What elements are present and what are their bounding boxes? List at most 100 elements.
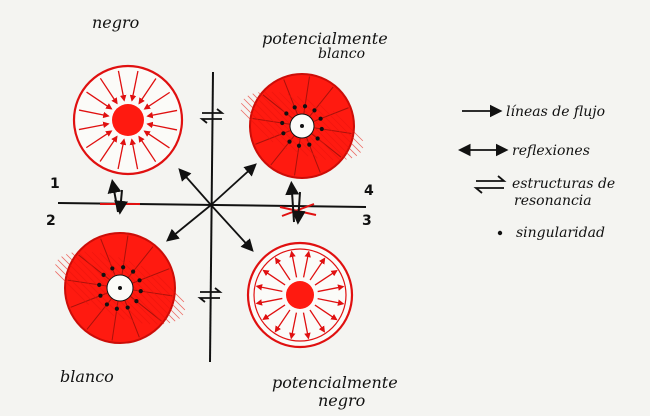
harpoon-pair-icon [473,175,507,194]
flow-dot [98,293,103,298]
flow-dot [97,282,102,287]
flow-arrow [117,70,127,102]
hatch-stroke [252,93,318,159]
flow-dot [280,120,285,126]
label-top-right-line1: potencialmente [262,29,388,48]
hatch-stroke [155,273,185,303]
label-top-right-line2: blanco [318,46,365,62]
flow-arrow [255,284,283,293]
flow-arrow [289,250,298,278]
flow-arrow [143,91,171,110]
hatch-stroke [287,93,353,159]
axis-number-1: 1 [50,176,60,192]
hatch-stroke [140,265,186,311]
flow-dot [284,111,289,116]
flow-dot [125,305,130,310]
hatch-stroke [240,109,274,143]
legend-label-reflections: reflexiones [512,143,590,159]
red-core [112,104,144,136]
legend-item-reflections: reflexiones [457,143,590,159]
flow-dot [114,306,119,311]
hatch-stroke [243,98,299,154]
black-dots [280,104,324,148]
circle-bottom-left [55,232,186,344]
flow-arrow [262,269,286,286]
flow-dot [315,136,320,141]
black-dots [97,265,143,311]
legend-label-resonance-line2: resonancia [514,193,592,209]
flow-arrow [314,304,338,321]
arrow-lower-left [166,204,212,242]
legend-item-singularity: singularidad [497,225,605,241]
hatch-stroke [61,256,125,320]
reflection-left [100,178,140,215]
hatch-stroke [108,254,176,322]
flow-arrow [129,138,139,170]
flow-arrow [78,121,110,131]
hatch-stroke [65,253,135,323]
flow-dot [104,302,110,307]
hatch-stroke [118,257,180,319]
axis-number-2: 2 [46,213,56,229]
flow-arrow [309,309,326,333]
flow-arrow [138,78,157,105]
arrow-lower-right [210,204,254,252]
arrow-upper-left [178,168,212,206]
circle-bottom-right [246,241,354,349]
label-bottom-right-line2: negro [318,391,365,410]
arrow-upper-right [210,163,257,206]
hatch-stroke [296,95,358,157]
flow-dot [319,126,324,132]
flow-arrow [99,135,118,162]
flow-arrow [78,109,110,119]
hatch-stroke [55,264,103,312]
hatch-stroke [128,260,184,316]
resonance-top [199,108,225,124]
hatch-stroke [240,102,288,150]
dot-icon [497,230,503,236]
flow-arrow [146,121,178,131]
flow-dot [137,278,142,283]
flow-dot [318,116,323,121]
axis-number-3: 3 [362,213,372,229]
legend-label-resonance-line1: estructuras de [512,176,615,192]
flow-arrow [99,77,118,105]
legend: líneas de flujo reflexiones estructuras … [457,104,615,241]
flow-arrow [289,312,298,340]
axis-number-4: 4 [364,183,374,199]
flow-arrow [255,297,283,306]
flow-dot [296,143,302,148]
label-top-left: negro [92,13,139,32]
resonance-bottom [197,287,223,303]
circle-top-right [240,73,364,179]
flow-dot [287,139,292,144]
flow-arrow [274,257,291,281]
legend-label-flow: líneas de flujo [506,104,605,120]
label-bottom-right-line1: potencialmente [272,373,398,392]
outward-flow-arrows [255,250,345,340]
flow-dot [281,131,286,136]
flow-arrow [143,130,170,149]
flow-dot [110,266,115,271]
hatch-stroke [307,99,361,153]
flow-dot [121,265,126,270]
flow-dot [302,104,308,109]
flow-arrow [302,250,311,278]
flow-dot [134,298,139,304]
flow-arrow [146,109,178,119]
flow-arrow [262,304,286,321]
flow-arrow [309,257,326,281]
flow-arrow [117,138,127,170]
circle-top-left [72,64,184,176]
flow-arrow [85,130,113,149]
flow-dot [292,105,297,110]
flow-dot [312,108,317,113]
inward-flow-arrows [78,70,178,170]
hatch-stroke [57,259,115,317]
hatch-stroke [332,110,364,142]
vertical-axis [209,71,214,363]
flow-dot [101,272,106,278]
flow-arrow [274,309,291,333]
